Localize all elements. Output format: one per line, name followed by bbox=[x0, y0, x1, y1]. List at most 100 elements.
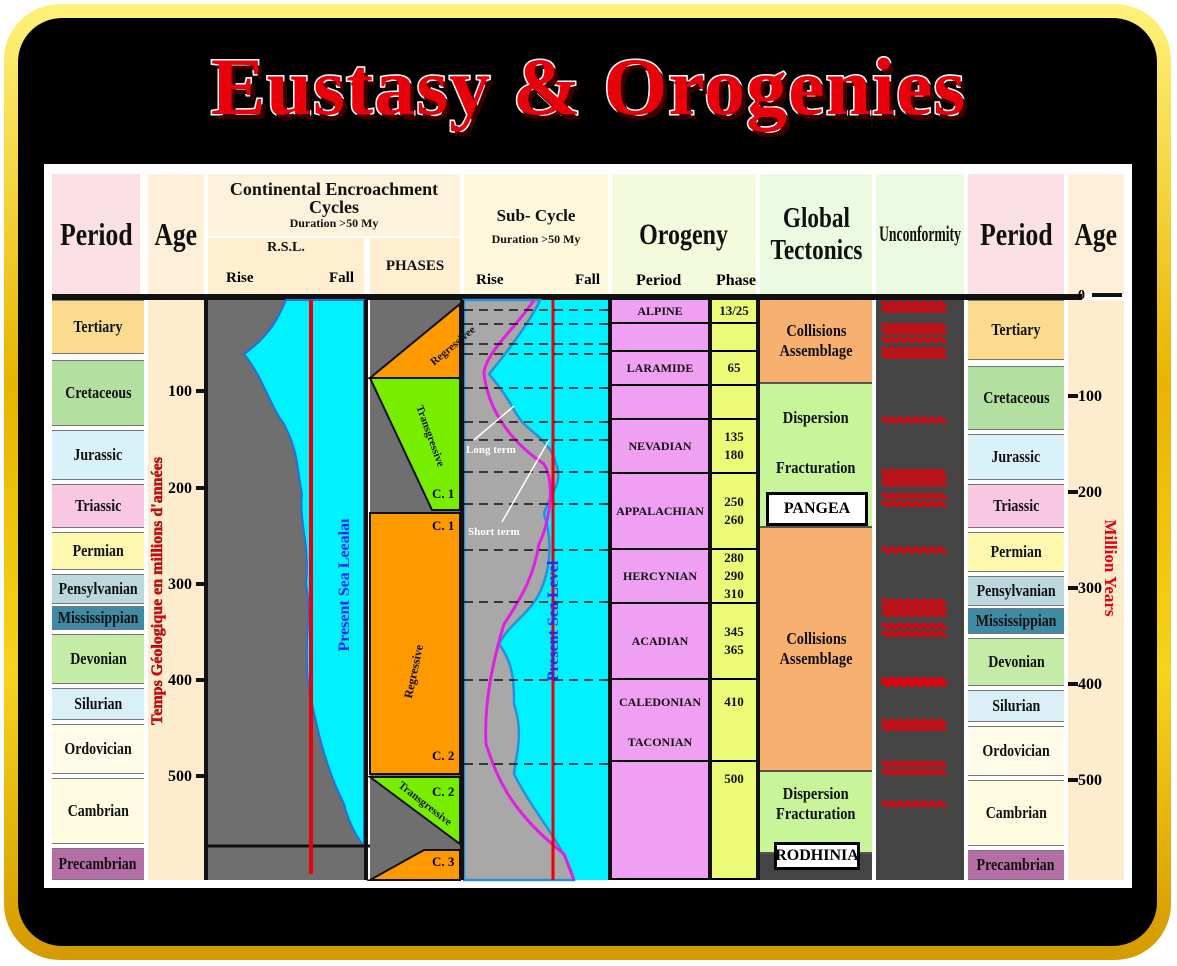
header-age-left: Age bbox=[148, 174, 204, 294]
orogeny-row-laramide: LARAMIDE bbox=[612, 352, 708, 386]
orogeny-phase-cell: 410 bbox=[712, 680, 756, 724]
orogeny-name: ACADIAN bbox=[631, 633, 689, 648]
short-term-pointer bbox=[501, 439, 550, 523]
subcycle-dashed-lines bbox=[464, 309, 608, 765]
phase-value: 290 bbox=[724, 568, 744, 583]
orogeny-row-appalachian: APPALACHIAN bbox=[612, 474, 708, 550]
orogeny-row-blank-3 bbox=[612, 386, 708, 420]
orogeny-phase-cell bbox=[712, 724, 756, 762]
unconformity-wave bbox=[880, 416, 948, 424]
age-tick-right-200: 200 bbox=[1078, 484, 1102, 501]
period-label: Devonian bbox=[987, 652, 1045, 671]
age-tick-left-300: 300 bbox=[168, 576, 192, 593]
rodhinia-box: RODHINIA bbox=[774, 842, 860, 870]
age-ticks bbox=[196, 293, 1122, 782]
period-right-precambrian: Precambrian bbox=[968, 850, 1064, 880]
unconformity-wave bbox=[880, 468, 948, 476]
rsl-rise: Rise bbox=[226, 270, 254, 286]
page-title: Eustasy & Orogenies bbox=[209, 40, 967, 133]
period-label: Ordovician bbox=[982, 741, 1050, 760]
period-label: Tertiary bbox=[73, 317, 123, 336]
unconformity-wave bbox=[880, 492, 948, 500]
header-period-right: Period bbox=[968, 174, 1064, 294]
orogeny-name: HERCYNIAN bbox=[622, 568, 697, 583]
period-label: Permian bbox=[72, 541, 124, 560]
header-age-right: Age bbox=[1068, 174, 1124, 294]
period-right-tertiary: Tertiary bbox=[968, 300, 1064, 360]
unconformity-wave bbox=[880, 604, 948, 612]
unconformity-background bbox=[876, 300, 964, 880]
unconformity-waves bbox=[880, 300, 948, 808]
phase-value: 135 bbox=[724, 429, 744, 444]
orogeny-period-label: Period bbox=[636, 272, 682, 289]
header-phases: PHASES bbox=[370, 238, 460, 294]
period-left-pensylvanian: Pensylvanian bbox=[52, 574, 144, 604]
age-tick-left-200: 200 bbox=[168, 480, 192, 497]
unconformity-wave bbox=[880, 724, 948, 732]
unconformity-wave bbox=[880, 768, 948, 776]
cycle-label-2a: C. 2 bbox=[432, 748, 455, 763]
unconformity-wave bbox=[880, 328, 948, 336]
subcycle-rise: Rise bbox=[476, 272, 504, 288]
age-zero-label: 0 bbox=[1078, 288, 1085, 303]
period-right-cretaceous: Cretaceous bbox=[968, 366, 1064, 430]
period-label: Cambrian bbox=[985, 803, 1047, 822]
orogeny-row-taconian: TACONIAN bbox=[612, 724, 708, 762]
orogeny-row-blank-10 bbox=[612, 762, 708, 880]
subcycle-title: Sub- Cycle bbox=[496, 206, 576, 225]
cycle-label-1b: C. 1 bbox=[432, 518, 455, 533]
orogeny-row-alpine: ALPINE bbox=[612, 300, 708, 324]
header-continental: Continental Encroachment Cycles Duration… bbox=[208, 174, 460, 236]
period-left-ordovician: Ordovician bbox=[52, 724, 144, 774]
column-separators bbox=[204, 300, 612, 880]
period-right-silurian: Silurian bbox=[968, 690, 1064, 722]
age-tick-left-400: 400 bbox=[168, 672, 192, 689]
unconformity-wave bbox=[880, 322, 948, 330]
period-label: Triassic bbox=[992, 496, 1040, 515]
orogeny-phase-label: Phase bbox=[716, 272, 756, 289]
period-label: Tertiary bbox=[991, 320, 1041, 339]
rsl-label: R.S.L. bbox=[267, 240, 305, 255]
unconformity-wave bbox=[880, 622, 948, 630]
orogeny-row-nevadian: NEVADIAN bbox=[612, 420, 708, 474]
age-tick-right-500: 500 bbox=[1078, 772, 1102, 789]
orogeny-row-caledonian: CALEDONIAN bbox=[612, 680, 708, 724]
period-label: Silurian bbox=[991, 696, 1041, 715]
phase-value: 65 bbox=[727, 360, 741, 375]
period-label: Pensylvanian bbox=[976, 581, 1056, 600]
subcycle-duration: Duration >50 My bbox=[491, 232, 581, 246]
period-label: Devonian bbox=[69, 649, 127, 668]
cycle-label-2b: C. 2 bbox=[432, 784, 455, 799]
tectonics-label: Collisions bbox=[785, 629, 847, 648]
orogeny-column-separator bbox=[708, 300, 712, 880]
period-right-pensylvanian: Pensylvanian bbox=[968, 576, 1064, 606]
unconformity-wave bbox=[880, 718, 948, 726]
orogeny-row-hercynian: HERCYNIAN bbox=[612, 550, 708, 604]
phase-value: 180 bbox=[724, 447, 744, 462]
header-orogeny: Orogeny Period Phase bbox=[612, 174, 756, 294]
rsl-fall: Fall bbox=[329, 270, 354, 286]
zero-line bbox=[52, 294, 1082, 300]
tectonics-label: Assemblage bbox=[779, 649, 853, 668]
long-term-pointer bbox=[473, 405, 515, 441]
unconformity-wave bbox=[880, 300, 948, 308]
age-tick-left-500: 500 bbox=[168, 768, 192, 785]
phase-value: 260 bbox=[724, 512, 744, 527]
orogeny-row-acadian: ACADIAN bbox=[612, 604, 708, 680]
tectonics-label: Assemblage bbox=[779, 341, 853, 360]
long-term-label: Long term bbox=[466, 444, 516, 456]
rsl-land-bottom bbox=[350, 846, 364, 880]
subcycle-present-sea-label: Present Sea Level bbox=[545, 560, 562, 682]
chart-panel: Period Age Continental Encroachment Cycl… bbox=[44, 164, 1132, 888]
period-label: Permian bbox=[990, 542, 1042, 561]
period-label: Cretaceous bbox=[982, 388, 1050, 407]
subcycle-long-term-curve bbox=[482, 299, 576, 881]
period-label: Jurassic bbox=[73, 445, 123, 464]
tectonics-label: Fracturation bbox=[776, 804, 856, 823]
header-period-left: Period bbox=[52, 174, 140, 294]
age-tick-right-300: 300 bbox=[1078, 580, 1102, 597]
period-left-precambrian: Precambrian bbox=[52, 848, 144, 880]
